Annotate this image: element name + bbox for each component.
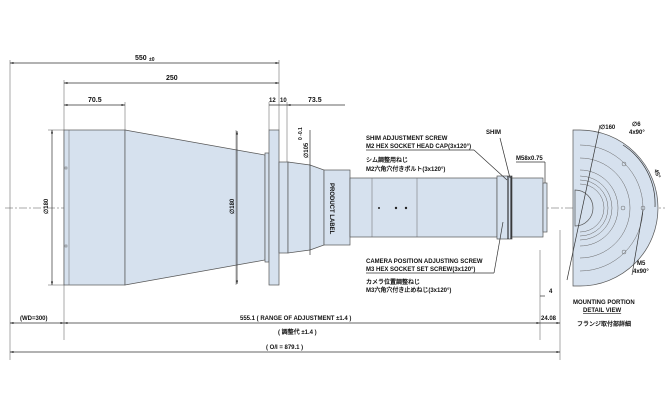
svg-text:SHIM ADJUSTMENT SCREW: SHIM ADJUSTMENT SCREW — [366, 136, 448, 142]
thread-label: M58x0.75 — [516, 156, 543, 162]
svg-text:M3六角穴付き止めねじ(3x120°): M3六角穴付き止めねじ(3x120°) — [366, 286, 451, 294]
dim-overall-tol: ±0 — [149, 57, 155, 63]
dim-flange-b: 10 — [280, 98, 287, 104]
svg-text:M3 HEX SOCKET SET SCREW(3x120°: M3 HEX SOCKET SET SCREW(3x120°) — [366, 267, 475, 273]
camera-screw-callout: CAMERA POSITION ADJUSTING SCREW M3 HEX S… — [366, 221, 504, 294]
dim-adjust-range: 555.1 ( RANGE OF ADJUSTMENT ±1.4 ) — [240, 316, 351, 322]
dim-adjust-range-jp: ( 調整代 ±1.4 ) — [278, 328, 317, 336]
detail-title-2: DETAIL VIEW — [583, 308, 621, 314]
front-diameter: ∅180 — [43, 198, 50, 214]
shim-label: SHIM — [486, 130, 501, 136]
dim-thread-offset: 4 — [549, 289, 553, 295]
detail-angle: 45° — [652, 169, 661, 180]
rear-diameter: ∅105 — [303, 142, 310, 158]
lens-body — [63, 129, 548, 286]
detail-diameter: ∅160 — [600, 124, 616, 131]
svg-text:カメラ位置調整ねじ: カメラ位置調整ねじ — [366, 278, 420, 286]
rear-diameter-tolerance: 0 -0.1 — [298, 127, 304, 140]
svg-text:M2 HEX SOCKET HEAD CAP(3x120°): M2 HEX SOCKET HEAD CAP(3x120°) — [366, 144, 471, 150]
shim-screw-callout: SHIM ADJUSTMENT SCREW M2 HEX SOCKET HEAD… — [366, 136, 508, 181]
detail-title-jp: フランジ取付部詳細 — [577, 320, 631, 328]
dim-object-image: ( O/I = 879.1 ) — [266, 345, 303, 351]
cone-diameter: ∅180 — [229, 198, 236, 214]
detail-tap: M5 — [637, 261, 646, 267]
product-label-text: PRODUCT LABEL — [328, 183, 334, 235]
thread — [542, 182, 548, 233]
svg-text:シム調整用ねじ: シム調整用ねじ — [366, 156, 408, 164]
detail-hole-pattern: 4x90° — [629, 130, 645, 136]
svg-text:M2六角穴付きボルト(3x120°): M2六角穴付きボルト(3x120°) — [366, 165, 445, 173]
flange — [268, 129, 280, 286]
dim-back-focus: 24.08 — [541, 316, 557, 322]
detail-title-1: MOUNTING PORTION — [573, 300, 635, 306]
dim-body-length: 250 — [166, 75, 178, 82]
detail-hole-dia: ∅6 — [632, 121, 641, 128]
detail-tap-pattern: 4x90° — [633, 269, 649, 275]
dim-overall-length: 550 — [135, 55, 147, 62]
product-label-area — [323, 169, 351, 246]
svg-text:CAMERA POSITION ADJUSTING SCRE: CAMERA POSITION ADJUSTING SCREW — [366, 259, 483, 265]
dim-rear-length: 73.5 — [308, 97, 322, 104]
dim-working-distance: (WD=300) — [20, 316, 48, 322]
mount-hole — [621, 161, 627, 167]
dim-front-length: 70.5 — [88, 97, 102, 104]
dim-flange-a: 12 — [269, 98, 276, 104]
